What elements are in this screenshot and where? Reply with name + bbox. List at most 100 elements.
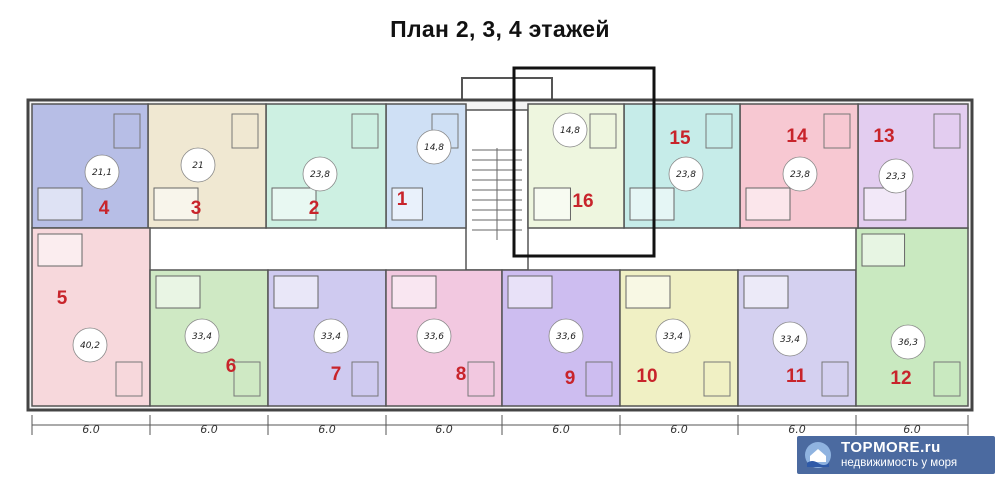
furniture-block bbox=[703, 361, 731, 397]
apartment-5[interactable]: 40,25 bbox=[31, 227, 151, 407]
area-circle bbox=[782, 156, 818, 192]
area-circle bbox=[416, 318, 452, 354]
dimension-label: 6.0 bbox=[200, 423, 218, 436]
dimension-label: 6.0 bbox=[788, 423, 806, 436]
apartment-15[interactable]: 23,815 bbox=[623, 103, 741, 229]
apartment-area: 33,6 bbox=[556, 332, 576, 342]
bathroom-block bbox=[391, 187, 423, 221]
furniture-block bbox=[233, 361, 261, 397]
apartment-number: 7 bbox=[331, 364, 342, 385]
area-circle bbox=[416, 129, 452, 165]
apartment-number: 9 bbox=[565, 368, 576, 389]
apartment-number: 16 bbox=[572, 191, 593, 212]
apartment-6[interactable]: 33,46 bbox=[149, 269, 269, 407]
apartment-number: 4 bbox=[99, 198, 110, 219]
apartment-area: 23,8 bbox=[790, 170, 810, 180]
apartment-area: 33,4 bbox=[663, 332, 683, 342]
bathroom-block bbox=[273, 275, 319, 309]
furniture-block bbox=[467, 361, 495, 397]
apartment-number: 6 bbox=[226, 356, 237, 377]
apartment-area: 23,8 bbox=[310, 170, 330, 180]
dimension-label: 6.0 bbox=[435, 423, 453, 436]
bathroom-block bbox=[743, 275, 789, 309]
apartment-12[interactable]: 36,312 bbox=[855, 227, 969, 407]
apartment-2[interactable]: 23,82 bbox=[265, 103, 387, 229]
furniture-block bbox=[933, 361, 961, 397]
apartment-area: 14,8 bbox=[560, 126, 580, 136]
bathroom-block bbox=[863, 187, 907, 221]
bathroom-block bbox=[37, 187, 83, 221]
area-circle bbox=[180, 147, 216, 183]
apartment-1[interactable]: 14,81 bbox=[385, 103, 467, 229]
apartment-8[interactable]: 33,68 bbox=[385, 269, 503, 407]
dimension-label: 6.0 bbox=[552, 423, 570, 436]
topmore-logo: TOPMORE.ru недвижимость у моря bbox=[797, 436, 995, 474]
apartment-area: 40,2 bbox=[80, 341, 100, 351]
bathroom-block bbox=[37, 233, 83, 267]
furniture-block bbox=[351, 361, 379, 397]
bathroom-block bbox=[629, 187, 675, 221]
furniture-block bbox=[933, 113, 961, 149]
apartment-number: 13 bbox=[873, 126, 894, 147]
furniture-block bbox=[351, 113, 379, 149]
furniture-block bbox=[231, 113, 259, 149]
apartment-area: 33,6 bbox=[424, 332, 444, 342]
bathroom-block bbox=[625, 275, 671, 309]
area-circle bbox=[655, 318, 691, 354]
dimension-label: 6.0 bbox=[82, 423, 100, 436]
apartment-area: 23,3 bbox=[886, 172, 906, 182]
apartment-16[interactable]: 14,8 16 bbox=[527, 103, 625, 229]
apartment-number: 14 bbox=[786, 126, 808, 147]
dimension-label: 6.0 bbox=[670, 423, 688, 436]
apartment-area: 33,4 bbox=[321, 332, 341, 342]
apartment-4[interactable]: 21,14 bbox=[31, 103, 149, 229]
apartment-number: 11 bbox=[786, 366, 807, 387]
furniture-block bbox=[705, 113, 733, 149]
bathroom-block bbox=[507, 275, 553, 309]
highlight-frame bbox=[512, 66, 656, 258]
area-circle bbox=[302, 156, 338, 192]
apartment-9[interactable]: 33,69 bbox=[501, 269, 621, 407]
apartment-14[interactable]: 23,8 14 bbox=[739, 103, 859, 229]
apartment-10[interactable]: 33,4 10 bbox=[619, 269, 739, 407]
apartment-7[interactable]: 33,47 bbox=[267, 269, 387, 407]
apartment-area: 14,8 bbox=[424, 143, 444, 153]
area-circle bbox=[668, 156, 704, 192]
dimension-label: 6.0 bbox=[318, 423, 336, 436]
bathroom-block bbox=[745, 187, 791, 221]
area-circle bbox=[552, 112, 588, 148]
area-circle bbox=[184, 318, 220, 354]
apartment-area: 21 bbox=[192, 161, 203, 171]
apartment-area: 21,1 bbox=[92, 168, 112, 178]
apartment-number: 2 bbox=[309, 198, 320, 219]
area-circle bbox=[878, 158, 914, 194]
house-wave-icon bbox=[805, 442, 831, 468]
apartment-number: 5 bbox=[57, 288, 68, 309]
apartment-3[interactable]: 21 3 bbox=[147, 103, 267, 229]
area-circle bbox=[548, 318, 584, 354]
apartment-number: 8 bbox=[456, 364, 467, 385]
bathroom-block bbox=[155, 275, 201, 309]
apartment-number: 10 bbox=[636, 366, 657, 387]
apartment-11[interactable]: 33,4 11 bbox=[737, 269, 857, 407]
furniture-block bbox=[589, 113, 617, 149]
bathroom-block bbox=[861, 233, 906, 267]
apartment-number: 15 bbox=[669, 128, 691, 149]
apartment-area: 36,3 bbox=[898, 338, 918, 348]
area-circle bbox=[84, 154, 120, 190]
apartment-13[interactable]: 23,3 13 bbox=[857, 103, 969, 229]
apartment-number: 3 bbox=[191, 198, 202, 219]
furniture-block bbox=[113, 113, 141, 149]
apartment-area: 33,4 bbox=[192, 332, 212, 342]
furniture-block bbox=[585, 361, 613, 397]
area-circle bbox=[772, 321, 808, 357]
apartment-number: 1 bbox=[397, 189, 408, 210]
bathroom-block bbox=[533, 187, 571, 221]
logo-tagline: недвижимость у моря bbox=[841, 457, 958, 469]
plan-title: План 2, 3, 4 этажей bbox=[390, 16, 610, 42]
furniture-block bbox=[823, 113, 851, 149]
area-circle bbox=[313, 318, 349, 354]
bathroom-block bbox=[391, 275, 437, 309]
apartment-area: 33,4 bbox=[780, 335, 800, 345]
